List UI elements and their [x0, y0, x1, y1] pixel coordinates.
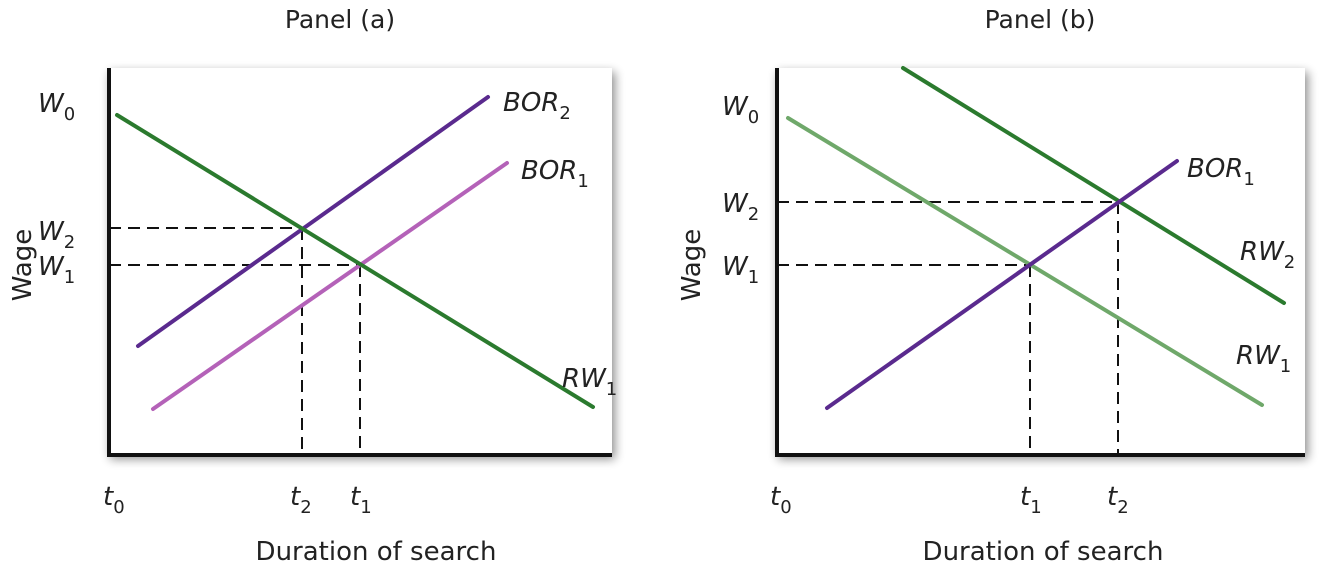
panel-b-w2-label: W2 [722, 189, 759, 225]
panel-a-title: Panel (a) [285, 5, 395, 34]
panel-b-bor1-label: BOR1 [1187, 154, 1255, 190]
panel-a-bor1-line [151, 161, 509, 411]
panel-b-rw1-label: RW1 [1236, 341, 1291, 377]
panel-b-x-axis-label: Duration of search [923, 537, 1164, 567]
panel-a-axes [107, 68, 612, 457]
panel-b-rw2-label: RW2 [1240, 237, 1295, 273]
panel-a-bor1-label: BOR1 [521, 156, 589, 192]
panel-b-y-axis-label: Wage [677, 229, 707, 301]
panel-b-rw2-line [901, 66, 1286, 305]
panel-b-title: Panel (b) [985, 5, 1096, 34]
panel-a-rw1-label: RW1 [562, 364, 617, 400]
panel-a-y-axis-label: Wage [8, 229, 38, 301]
panel-a-t2-label: t2 [290, 482, 312, 518]
panel-a-t1-label: t1 [350, 482, 372, 518]
panel-b-t1-label: t1 [1020, 482, 1042, 518]
panel-b-plot-area [775, 68, 1305, 455]
panel-b-w1-label: W1 [722, 252, 759, 288]
panel-b-bor1-line [825, 159, 1179, 410]
panel-a-rw1-line [115, 113, 595, 409]
panel-b-w0-label: W0 [722, 92, 759, 128]
panel-a-bor2-label: BOR2 [503, 88, 571, 124]
panel-a-w1-label: W1 [38, 252, 75, 288]
panel-a-w0-label: W0 [38, 89, 75, 125]
panel-b-t2-label: t2 [1107, 482, 1129, 518]
panel-a-w2-label: W2 [38, 217, 75, 253]
panel-a-bor2-line [136, 95, 490, 348]
panel-b-axes [775, 68, 1305, 457]
panel-a: Panel (a) Wage Duration of search W0 W2 … [8, 5, 617, 567]
panel-b-t0-label: t0 [770, 482, 792, 518]
panel-b-rw1-line [786, 116, 1264, 407]
panel-b: Panel (b) Wage Duration of search W0 W2 … [677, 5, 1305, 567]
panel-a-x-axis-label: Duration of search [256, 537, 497, 567]
panel-a-t0-label: t0 [103, 482, 125, 518]
